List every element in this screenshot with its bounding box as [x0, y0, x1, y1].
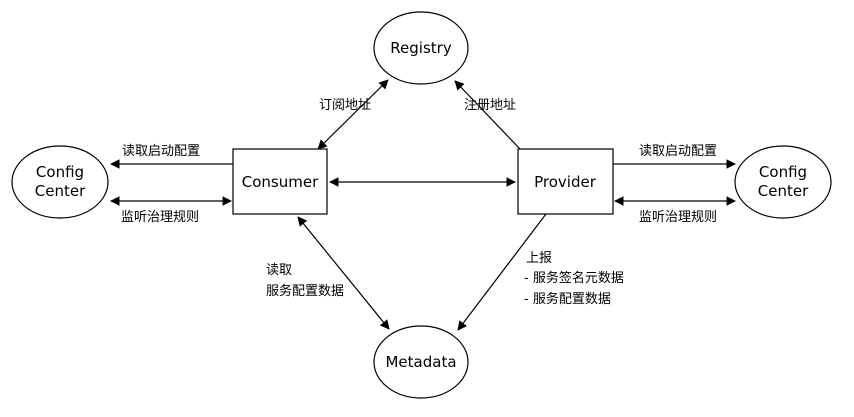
config-center-right-node: Config Center [734, 145, 832, 219]
consumer-metadata-label-line2: 服务配置数据 [266, 283, 344, 299]
edge-provider-metadata [457, 213, 547, 331]
left-read-config-label: 读取启动配置 [122, 144, 200, 159]
registry-label: Registry [390, 39, 452, 57]
edge-consumer-metadata [297, 216, 390, 330]
provider-metadata-label-line2: - 服务签名元数据 [524, 270, 624, 286]
consumer-node: Consumer [232, 148, 328, 215]
register-label: 注册地址 [464, 98, 516, 113]
config-center-right-label-line1: Config [759, 163, 807, 181]
config-center-left-label-line2: Center [35, 182, 86, 200]
config-center-left-node: Config Center [11, 145, 109, 219]
provider-metadata-label-line1: 上报 [526, 251, 552, 266]
registry-node: Registry [373, 11, 469, 85]
edge-provider-registry [454, 80, 521, 150]
provider-label: Provider [534, 173, 597, 191]
config-center-right-label-line2: Center [758, 182, 809, 200]
edge-consumer-registry [317, 79, 389, 150]
provider-node: Provider [517, 148, 614, 215]
consumer-metadata-label-line1: 读取 [266, 263, 292, 278]
provider-metadata-label-line3: - 服务配置数据 [524, 291, 611, 307]
consumer-label: Consumer [242, 173, 319, 191]
subscribe-label: 订阅地址 [319, 98, 371, 113]
right-listen-rules-label: 监听治理规则 [639, 210, 717, 225]
metadata-label: Metadata [385, 353, 456, 371]
metadata-node: Metadata [373, 325, 469, 399]
config-center-left-label-line1: Config [36, 163, 84, 181]
right-read-config-label: 读取启动配置 [639, 144, 717, 159]
left-listen-rules-label: 监听治理规则 [121, 210, 199, 225]
